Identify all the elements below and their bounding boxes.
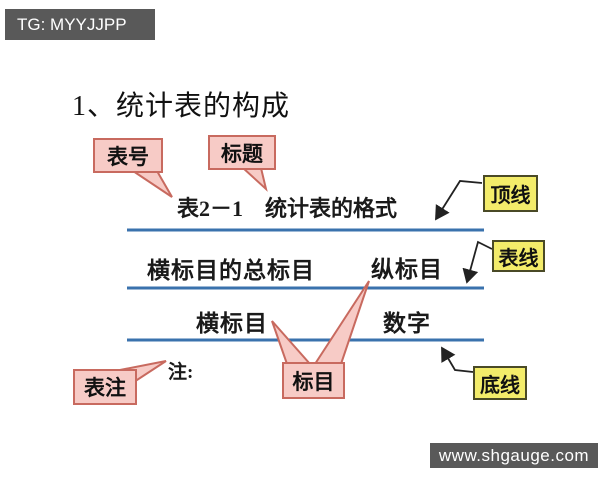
callout-table-line: 表线	[492, 240, 545, 272]
table-header-left: 横标目的总标目	[147, 258, 315, 283]
callout-tail-heading-left	[271, 320, 313, 365]
table-header-right: 纵标目	[371, 257, 443, 282]
table-body-right: 数字	[383, 311, 431, 336]
watermark-bottom-badge: www.shgauge.com	[430, 443, 598, 468]
table-caption-title: 统计表的格式	[265, 196, 398, 221]
arrow-to-bottom-rule	[441, 346, 474, 373]
table-caption-number: 表2－1	[177, 196, 244, 221]
callout-bottom-line: 底线	[473, 366, 527, 400]
callout-tail-table-number	[129, 170, 173, 198]
callout-tail-heading-right	[313, 280, 370, 365]
callout-table-title: 标题	[208, 135, 276, 170]
page-title: 1、统计表的构成	[72, 91, 291, 122]
callout-top-line: 顶线	[483, 175, 538, 212]
callout-table-number: 表号	[93, 138, 163, 173]
table-caption: 表2－1 统计表的格式	[177, 191, 397, 223]
arrow-to-top-rule	[435, 180, 483, 221]
table-note-label: 注:	[168, 362, 194, 383]
arrow-to-middle-rule	[462, 240, 493, 284]
watermark-top-badge: TG: MYYJJPP	[5, 9, 155, 40]
callout-heading: 标目	[282, 362, 345, 399]
callout-table-note: 表注	[73, 369, 137, 405]
callout-tail-table-title	[240, 167, 268, 192]
table-body-left: 横标目	[196, 311, 268, 336]
